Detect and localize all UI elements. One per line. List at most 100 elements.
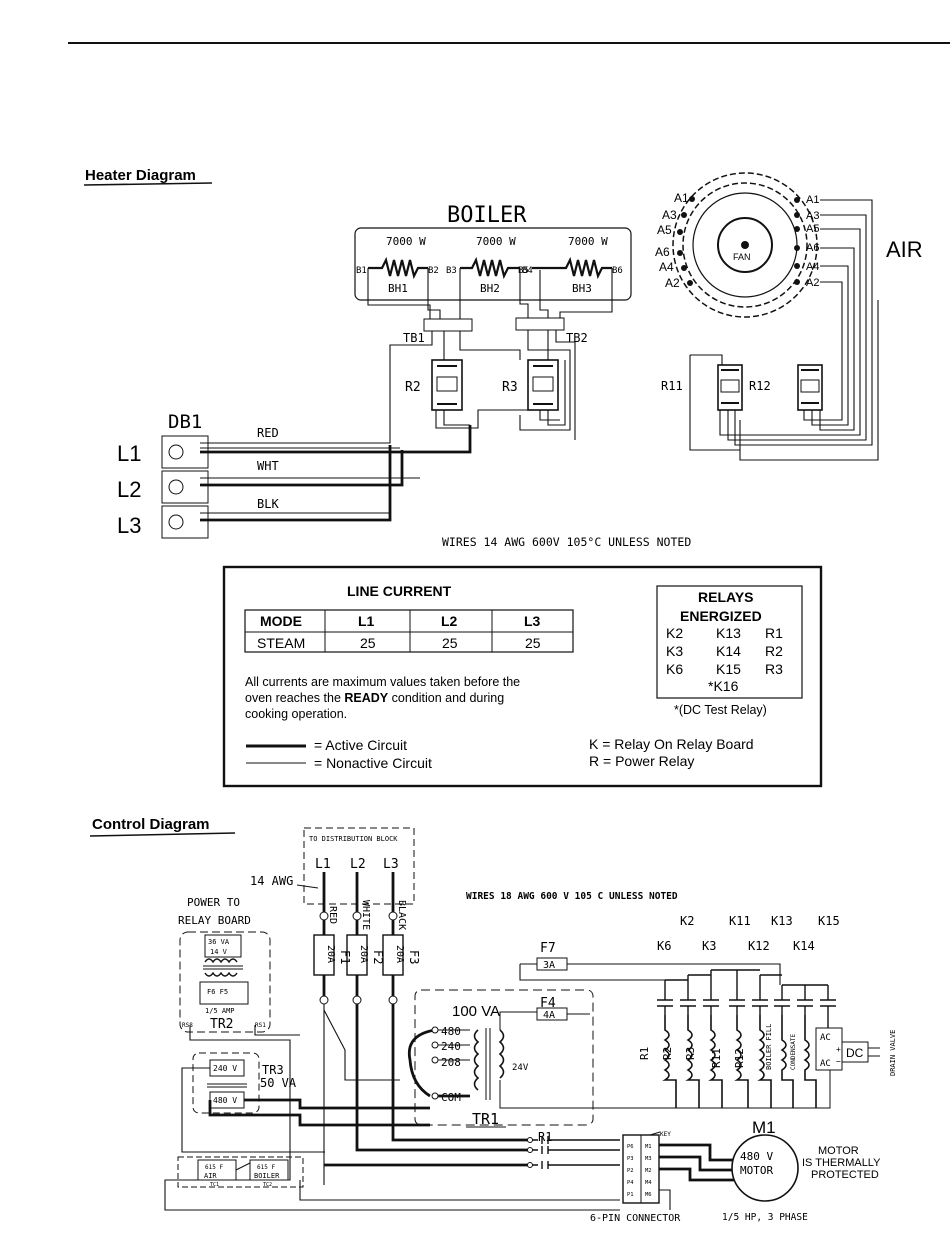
- svg-text:F1: F1: [338, 950, 352, 964]
- distribution-block-db1: [161, 435, 209, 539]
- svg-text:208: 208: [441, 1056, 461, 1069]
- svg-text:RED: RED: [327, 906, 338, 924]
- svg-text:A1: A1: [806, 194, 819, 206]
- boiler-leads: [367, 268, 613, 322]
- svg-text:615 F: 615 F: [205, 1164, 223, 1171]
- svg-text:K2: K2: [680, 914, 694, 928]
- svg-text:A3: A3: [662, 208, 677, 222]
- svg-text:B6: B6: [612, 266, 623, 276]
- svg-text:AC: AC: [820, 1059, 831, 1069]
- tr2-dashed-box: [179, 931, 271, 1033]
- svg-text:240: 240: [441, 1040, 461, 1053]
- svg-text:AIR: AIR: [204, 1172, 217, 1180]
- svg-text:= Active Circuit: = Active Circuit: [314, 737, 407, 753]
- svg-text:BH1: BH1: [388, 282, 408, 295]
- line-fuses: 20A 20A 20A F1 F2 F3: [313, 934, 421, 976]
- svg-text:R3: R3: [684, 1047, 697, 1060]
- svg-text:F7: F7: [540, 941, 556, 956]
- svg-text:TC2: TC2: [263, 1182, 272, 1188]
- svg-text:F4: F4: [540, 996, 556, 1011]
- svg-text:IS THERMALLY: IS THERMALLY: [802, 1157, 881, 1169]
- svg-text:TR2: TR2: [210, 1017, 233, 1032]
- svg-text:L3: L3: [117, 513, 141, 538]
- svg-text:K15: K15: [716, 661, 741, 677]
- svg-text:14 V: 14 V: [210, 948, 228, 956]
- svg-text:L2: L2: [117, 477, 141, 502]
- k-definition: K = Relay On Relay Board: [589, 736, 754, 752]
- svg-text:480 V: 480 V: [213, 1096, 237, 1105]
- svg-text:L2: L2: [350, 857, 366, 872]
- heating-element-bh3: 7000 W B5 B6 BH3: [518, 235, 623, 295]
- svg-text:K11: K11: [729, 914, 751, 928]
- svg-text:RS8: RS8: [182, 1022, 193, 1029]
- svg-text:K12: K12: [748, 939, 770, 953]
- svg-text:A5: A5: [806, 223, 819, 235]
- svg-text:K6: K6: [657, 939, 671, 953]
- power-to-label-1: POWER TO: [187, 896, 240, 909]
- r1-contact-nodes: [527, 1137, 533, 1168]
- transformer-tr2: 36 VA 14 V F6 F5 1/5 AMP TR2 RS8 RS1: [182, 934, 266, 1032]
- svg-text:P2: P2: [627, 1168, 634, 1174]
- fan-label: FAN: [733, 252, 751, 262]
- svg-text:R3: R3: [502, 380, 518, 395]
- svg-text:oven reaches the READY conditi: oven reaches the READY condition and dur…: [245, 691, 504, 705]
- r-definition: R = Power Relay: [589, 753, 694, 769]
- svg-text:TR1: TR1: [472, 1110, 499, 1128]
- svg-text:+: +: [836, 1045, 841, 1054]
- svg-text:B5: B5: [518, 266, 529, 276]
- fuse-f4: F4 4A: [536, 996, 568, 1021]
- main-line-wires: [200, 420, 472, 522]
- svg-text:A6: A6: [806, 242, 819, 254]
- heating-element-bh2: 7000 W B3 B4 BH2: [446, 235, 533, 295]
- motor-note: MOTOR IS THERMALLY PROTECTED: [802, 1145, 881, 1181]
- r1-contact-label: R1: [538, 1130, 552, 1144]
- table-cell-l3: 25: [525, 635, 541, 651]
- table-header-l1: L1: [358, 613, 375, 629]
- heater-title-underline: [83, 182, 213, 186]
- svg-text:M2: M2: [645, 1168, 652, 1174]
- svg-text:= Nonactive Circuit: = Nonactive Circuit: [314, 755, 432, 771]
- control-distribution-box: [303, 827, 415, 905]
- control-title-underline: [89, 832, 236, 837]
- boiler-label: BOILER: [447, 203, 527, 228]
- svg-text:AC: AC: [820, 1033, 831, 1043]
- svg-text:A4: A4: [659, 260, 674, 274]
- control-line-labels: L1 L2 L3: [315, 857, 399, 872]
- relay-r3: R3: [502, 359, 559, 411]
- svg-text:P6: P6: [627, 1144, 634, 1150]
- f7-f4-wiring: [519, 963, 781, 1015]
- svg-text:COM: COM: [441, 1091, 461, 1104]
- svg-text:R12: R12: [733, 1048, 746, 1068]
- svg-text:P4: P4: [627, 1180, 634, 1186]
- relays-energized-box: RELAYS ENERGIZED K2 K13 R1 K3 K14 R2 K6 …: [656, 585, 803, 699]
- r1-contacts: [530, 1136, 620, 1169]
- svg-text:A2: A2: [665, 276, 680, 290]
- svg-text:24V: 24V: [512, 1063, 529, 1073]
- svg-text:WHITE: WHITE: [360, 900, 371, 930]
- svg-text:B2: B2: [428, 266, 439, 276]
- svg-text:M6: M6: [645, 1192, 652, 1198]
- svg-text:F6 F5: F6 F5: [207, 988, 228, 996]
- awg14-arrow: [296, 884, 319, 889]
- svg-text:R1: R1: [638, 1047, 651, 1060]
- svg-text:WHT: WHT: [257, 459, 279, 473]
- svg-text:M1: M1: [645, 1144, 652, 1150]
- svg-text:P3: P3: [627, 1156, 634, 1162]
- svg-text:TC1: TC1: [210, 1182, 219, 1188]
- to-distribution-label: TO DISTRIBUTION BLOCK: [309, 835, 398, 843]
- svg-text:R11: R11: [661, 379, 683, 393]
- svg-text:K15: K15: [818, 914, 840, 928]
- svg-text:BOILER FILL: BOILER FILL: [765, 1024, 773, 1070]
- svg-text:P1: P1: [627, 1192, 634, 1198]
- thermostats: 615 F 615 F AIR BOILER TC1 TC2: [177, 1156, 304, 1188]
- svg-text:7000 W: 7000 W: [568, 235, 608, 248]
- svg-text:All currents are maximum value: All currents are maximum values taken be…: [245, 675, 520, 689]
- svg-text:K14: K14: [793, 939, 815, 953]
- svg-text:B4: B4: [522, 266, 533, 276]
- svg-text:K3: K3: [702, 939, 716, 953]
- svg-text:100 VA: 100 VA: [452, 1003, 500, 1020]
- svg-text:K13: K13: [771, 914, 793, 928]
- svg-text:50 VA: 50 VA: [260, 1076, 297, 1090]
- svg-text:*K16: *K16: [708, 678, 739, 694]
